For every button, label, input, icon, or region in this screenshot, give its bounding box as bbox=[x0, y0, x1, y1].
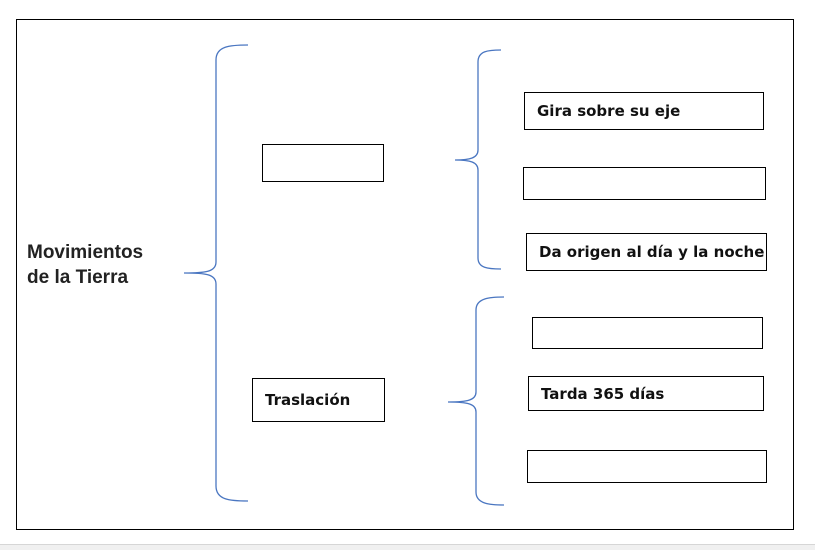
rotation-detail-2[interactable] bbox=[523, 167, 766, 200]
diagram-frame bbox=[16, 19, 794, 530]
main-brace bbox=[183, 44, 249, 502]
diagram-title: Movimientos de la Tierra bbox=[27, 240, 187, 290]
translation-detail-3[interactable] bbox=[527, 450, 767, 483]
rotation-brace bbox=[454, 49, 502, 270]
translation-detail-2[interactable]: Tarda 365 días bbox=[528, 376, 764, 411]
window-bottom-strip bbox=[0, 544, 815, 550]
translation-brace bbox=[447, 296, 505, 506]
rotation-detail-1[interactable]: Gira sobre su eje bbox=[524, 92, 764, 130]
rotation-detail-3[interactable]: Da origen al día y la noche bbox=[526, 233, 767, 271]
translation-detail-1[interactable] bbox=[532, 317, 763, 349]
movement-box-rotation[interactable] bbox=[262, 144, 384, 182]
movement-box-translation[interactable]: Traslación bbox=[252, 378, 385, 422]
title-line-2: de la Tierra bbox=[27, 267, 129, 288]
title-line-1: Movimientos bbox=[27, 242, 144, 263]
